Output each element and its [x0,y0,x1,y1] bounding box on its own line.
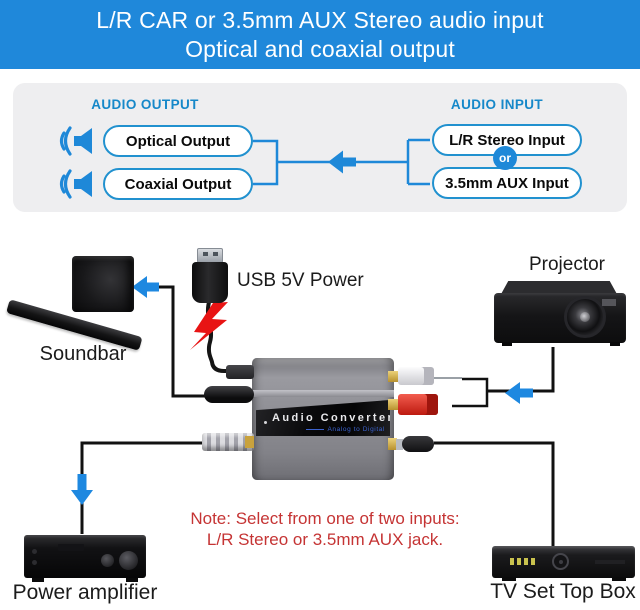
device-subtitle-text: Analog to Digital [327,426,385,433]
projector-lens [564,296,606,338]
projector-foot [502,342,512,346]
power-led [264,421,267,424]
projector-label: Projector [528,254,606,275]
aux-plug-ring [396,439,403,450]
banner-line-1: L/R CAR or 3.5mm AUX Stereo audio input [96,6,544,33]
projector-illustration [500,281,618,296]
front-slot [595,560,625,564]
optical-output-pill: Optical Output [103,125,253,157]
converter-face-panel: Audio Converter Analog to Digital [256,400,390,436]
coaxial-plug [204,386,254,403]
usb-cable [206,301,228,373]
audio-output-title: AUDIO OUTPUT [91,97,199,112]
usb-power-label: USB 5V Power [237,270,364,291]
speaker-wave-icon [59,126,92,156]
rca-jack-red [388,399,400,410]
stereo-input-pill: L/R Stereo Input [432,124,582,156]
red-rca-plug [398,394,438,415]
speaker-wave-icon [59,169,92,199]
set-top-box-illustration [492,546,635,578]
arrow-down-icon [71,474,93,505]
aux-input-pill: 3.5mm AUX Input [432,167,582,199]
note-line-2: L/R Stereo or 3.5mm AUX jack. [206,530,444,549]
usb-plug-icon [197,248,223,263]
or-badge: or [493,146,517,170]
power-amplifier-label: Power amplifier [12,581,158,604]
arrow-left-icon [505,382,533,404]
power-amplifier-illustration [24,535,146,578]
amplifier-foot [32,578,44,582]
subwoofer-illustration [72,256,134,312]
micro-usb-plug [226,365,254,379]
audio-input-title: AUDIO INPUT [450,97,544,112]
stb-foot [502,577,516,581]
led-display [510,558,535,565]
arrow-left-icon [132,276,159,298]
soundbar-label: Soundbar [39,343,127,365]
aux-jack [388,438,397,450]
projector-vent [602,299,616,306]
rca-jack-white [388,371,400,382]
amplifier-foot [126,578,138,582]
soundbar-cable [155,285,206,398]
device-name: Audio Converter [272,412,395,424]
note-line-1: Note: Select from one of two inputs: [190,509,460,528]
control-pad [552,553,569,570]
projector-foot [610,342,620,346]
banner-line-2: Optical and coaxial output [185,35,455,62]
lightning-bolt-icon [190,302,228,350]
tv-set-top-box-label: TV Set Top Box [490,580,636,603]
coaxial-output-pill: Coaxial Output [103,168,253,200]
converter-ridge [252,390,394,397]
stb-foot [612,577,626,581]
aux-plug [402,436,434,452]
white-rca-plug [398,367,434,385]
usb-plug-body [192,262,228,303]
device-subtitle: Analog to Digital [306,426,385,433]
optical-toslink-plug [202,433,254,451]
projector-cable [487,347,555,393]
rca-bracket [452,377,489,408]
title-banner: L/R CAR or 3.5mm AUX Stereo audio input … [0,0,640,69]
